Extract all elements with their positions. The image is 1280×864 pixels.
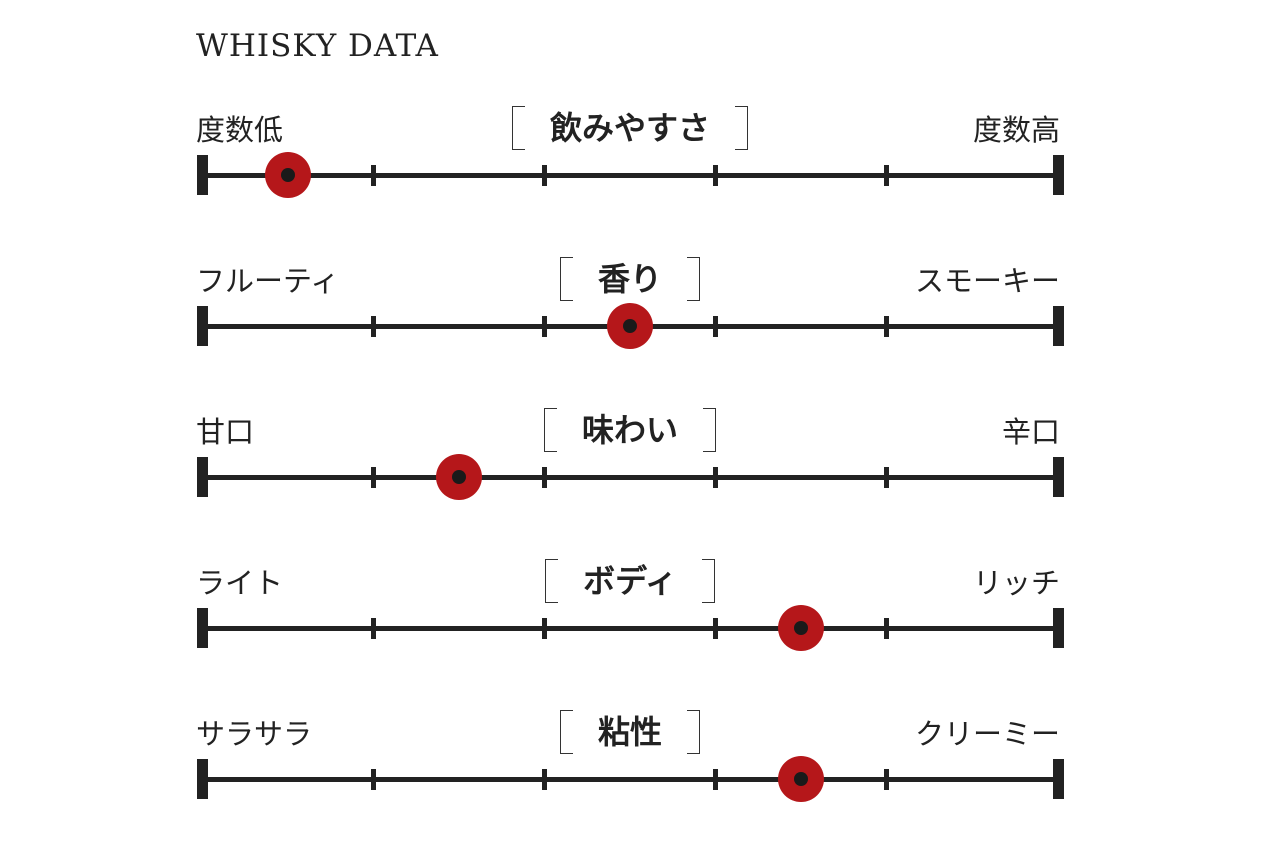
scale-row: ライト ボディ リッチ — [0, 559, 1280, 713]
bracket-right — [687, 257, 700, 301]
scale-row: 度数低 飲みやすさ 度数高 — [0, 106, 1280, 260]
scale-track — [0, 605, 1280, 651]
scale-end-cap — [196, 608, 208, 648]
scale-tick — [713, 769, 719, 790]
scale-tick — [541, 165, 547, 186]
left-label: 度数低 — [196, 113, 284, 147]
bracket-left — [559, 710, 573, 754]
chart-title: WHISKY DATA — [196, 28, 439, 64]
scale-end-cap — [1052, 759, 1064, 799]
scale-line — [200, 173, 1058, 178]
scale-end-cap — [1052, 608, 1064, 648]
scale-tick — [713, 316, 719, 337]
value-marker — [778, 756, 825, 802]
bracket-left — [545, 559, 559, 603]
scale-tick — [713, 618, 719, 639]
value-marker — [264, 152, 311, 198]
scale-tick — [370, 618, 376, 639]
scale-track — [0, 454, 1280, 500]
scale-end-cap — [1052, 306, 1064, 346]
scale-tick — [370, 769, 376, 790]
scale-row: 甘口 味わい 辛口 — [0, 408, 1280, 562]
marker-center-dot — [451, 470, 466, 484]
scale-line — [200, 475, 1058, 480]
category-label: 飲みやすさ — [549, 109, 710, 147]
scale-tick — [370, 165, 376, 186]
scale-line — [200, 626, 1058, 631]
category-heading: ボディ — [0, 557, 1260, 605]
category-heading: 粘性 — [0, 708, 1260, 756]
scale-tick — [884, 618, 890, 639]
scale-end-cap — [1052, 457, 1064, 497]
right-label: クリーミー — [914, 717, 1060, 751]
left-label: サラサラ — [196, 717, 313, 751]
scale-tick — [713, 467, 719, 488]
scale-track — [0, 756, 1280, 802]
value-marker — [435, 454, 482, 500]
value-marker — [778, 605, 825, 651]
category-label: 味わい — [581, 411, 678, 449]
right-label: 度数高 — [972, 113, 1060, 147]
scale-row: サラサラ 粘性 クリーミー — [0, 710, 1280, 864]
scale-end-cap — [1052, 155, 1064, 195]
scale-end-cap — [196, 457, 208, 497]
category-label: 香り — [597, 260, 662, 298]
category-heading: 味わい — [0, 406, 1260, 454]
scale-tick — [541, 316, 547, 337]
scale-tick — [541, 467, 547, 488]
scale-tick — [541, 618, 547, 639]
scale-tick — [370, 467, 376, 488]
bracket-right — [701, 559, 715, 603]
scale-tick — [884, 769, 890, 790]
scale-tick — [884, 165, 890, 186]
scale-track — [0, 303, 1280, 349]
scale-tick — [541, 769, 547, 790]
scale-track — [0, 152, 1280, 198]
value-marker — [607, 303, 653, 349]
marker-center-dot — [280, 168, 295, 182]
category-heading: 飲みやすさ — [0, 104, 1260, 152]
bracket-left — [511, 106, 525, 150]
marker-center-dot — [623, 319, 637, 333]
right-label: リッチ — [972, 566, 1060, 600]
marker-center-dot — [794, 772, 809, 786]
bracket-right — [703, 408, 716, 452]
marker-center-dot — [794, 621, 809, 635]
right-label: 辛口 — [1001, 415, 1060, 449]
scale-line — [200, 777, 1058, 782]
left-label: ライト — [196, 566, 284, 600]
bracket-right — [735, 106, 748, 150]
scale-tick — [884, 467, 890, 488]
scale-end-cap — [196, 306, 208, 346]
scale-tick — [713, 165, 719, 186]
right-label: スモーキー — [914, 264, 1060, 298]
category-label: 粘性 — [597, 713, 662, 751]
scale-end-cap — [196, 759, 208, 799]
scale-end-cap — [196, 155, 208, 195]
scale-tick — [370, 316, 376, 337]
left-label: フルーティ — [196, 264, 340, 298]
category-heading: 香り — [0, 255, 1260, 303]
bracket-left — [543, 408, 557, 452]
left-label: 甘口 — [196, 415, 255, 449]
scale-tick — [884, 316, 890, 337]
bracket-right — [687, 710, 700, 754]
scale-row: フルーティ 香り スモーキー — [0, 257, 1280, 411]
bracket-left — [559, 257, 573, 301]
category-label: ボディ — [583, 562, 677, 600]
